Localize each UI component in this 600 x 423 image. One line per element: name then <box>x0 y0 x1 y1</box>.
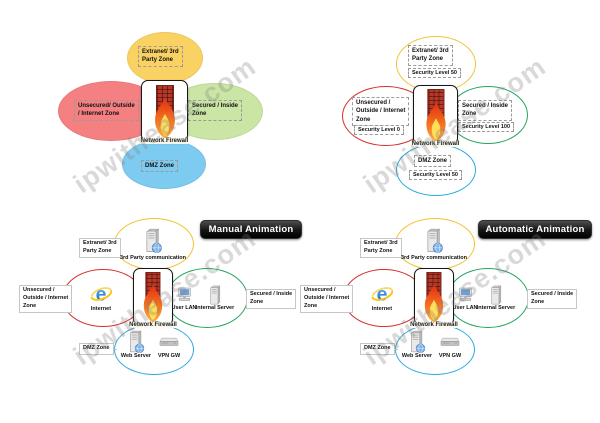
d3-user-lan-computer-icon <box>178 287 191 301</box>
d3-unsecured-zone-label: Unsecured / Outside / Internet Zone <box>19 285 73 313</box>
d3-dmz-zone-label: DMZ Zone <box>79 343 114 355</box>
d3-third-party-server-icon <box>146 228 162 253</box>
d4-dmz-zone-ellipse <box>395 324 475 375</box>
flame-icon <box>425 101 446 142</box>
d4-extranet-zone-label: Extranet/ 3rd Party Zone <box>360 238 402 258</box>
d2-dmz-zone-label: DMZ Zone <box>414 155 451 168</box>
d1-dmz-zone-label: DMZ Zone <box>141 160 178 173</box>
automatic-animation-title: Automatic Animation <box>478 220 592 239</box>
d4-internal-server-icon <box>491 285 502 305</box>
firewall-label: Network Firewall <box>408 322 460 328</box>
d4-dmz-zone-label: DMZ Zone <box>360 343 395 355</box>
d1-extranet-zone-label: Extranet/ 3rd Party Zone <box>138 46 183 67</box>
d3-vpn-gw-label: VPN GW <box>157 353 181 359</box>
d4-web-server-label: Web Server <box>401 353 433 359</box>
d4-secured-zone-label: Secured / Inside Zone <box>527 289 578 309</box>
d3-internal-server-label: Internal Server <box>195 305 235 311</box>
d3-third-party-label: 3rd Party communication <box>119 255 187 261</box>
d2-dmz-security-level: Security Level 50 <box>409 170 462 180</box>
d3-extranet-zone-label: Extranet/ 3rd Party Zone <box>79 238 121 258</box>
svg-text:e: e <box>377 283 388 305</box>
d1-unsecured-zone-label: Unsecured/ Outside / Internet Zone <box>74 100 139 121</box>
d1-secured-zone-label: Secured / Inside Zone <box>188 100 243 121</box>
flame-icon <box>154 96 175 139</box>
d3-web-server-label: Web Server <box>120 353 152 359</box>
manual-animation-title: Manual Animation <box>200 220 302 239</box>
firewall-label: Network Firewall <box>138 138 191 144</box>
d2-unsecured-zone-label: Unsecured / Outside / Internet Zone <box>352 97 410 127</box>
d4-unsecured-zone-label: Unsecured / Outside / Internet Zone <box>300 285 354 313</box>
d4-firewall-icon: Network Firewall <box>408 268 460 328</box>
d2-secured-security-level: Security Level 100 <box>458 122 515 132</box>
d4-user-lan-computer-icon <box>459 287 472 301</box>
flame-icon <box>143 283 163 323</box>
d1-dmz-zone-ellipse <box>122 139 206 189</box>
d4-web-server-icon <box>411 330 426 354</box>
d3-internet-label: Internet <box>90 306 112 312</box>
svg-text:e: e <box>96 283 107 305</box>
d2-extranet-security-level: Security Level 50 <box>408 68 461 78</box>
firewall-label: Network Firewall <box>409 141 462 147</box>
d1-firewall-icon: Network Firewall <box>138 80 191 144</box>
d2-unsecured-security-level: Security Level 0 <box>354 125 404 135</box>
d1-extranet-zone-ellipse <box>127 32 203 84</box>
connector-line <box>392 349 398 350</box>
d3-secured-zone-label: Secured / Inside Zone <box>246 289 297 309</box>
flame-icon <box>424 283 444 323</box>
d3-internet-explorer-icon: e <box>90 283 112 305</box>
d4-internet-explorer-icon: e <box>371 283 393 305</box>
d4-vpn-gw-label: VPN GW <box>438 353 462 359</box>
d4-third-party-label: 3rd Party communication <box>400 255 468 261</box>
d2-firewall-icon: Network Firewall <box>409 85 462 147</box>
d4-internal-server-label: Internal Server <box>476 305 516 311</box>
d2-extranet-zone-label: Extranet/ 3rd Party Zone <box>408 45 453 66</box>
d4-vpn-gateway-icon <box>440 337 460 346</box>
d3-internal-server-icon <box>210 285 221 305</box>
d4-internet-label: Internet <box>371 306 393 312</box>
connector-line <box>111 349 117 350</box>
d3-firewall-icon: Network Firewall <box>127 268 179 328</box>
d4-third-party-server-icon <box>427 228 443 253</box>
d3-dmz-zone-ellipse <box>114 324 194 375</box>
d2-secured-zone-label: Secured / Inside Zone <box>458 100 513 121</box>
firewall-label: Network Firewall <box>127 322 179 328</box>
d3-vpn-gateway-icon <box>159 337 179 346</box>
d3-user-lan-label: User LAN <box>171 305 197 311</box>
d4-user-lan-label: User LAN <box>452 305 478 311</box>
d3-web-server-icon <box>130 330 145 354</box>
